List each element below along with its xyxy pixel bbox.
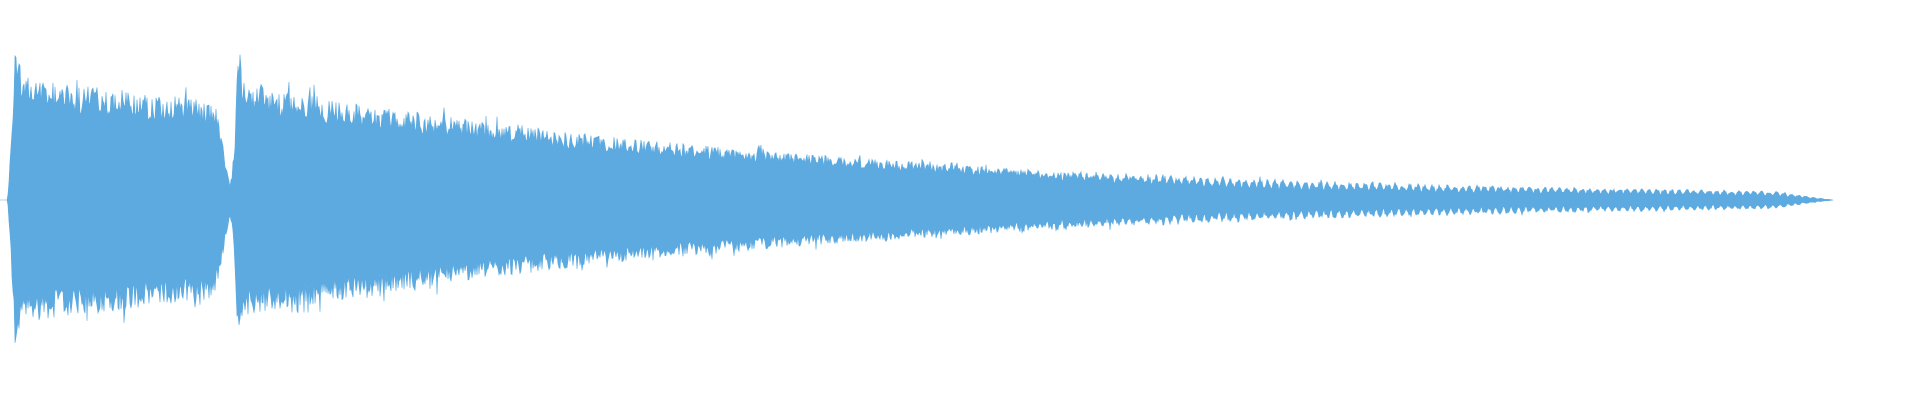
waveform-signal	[0, 54, 1834, 343]
